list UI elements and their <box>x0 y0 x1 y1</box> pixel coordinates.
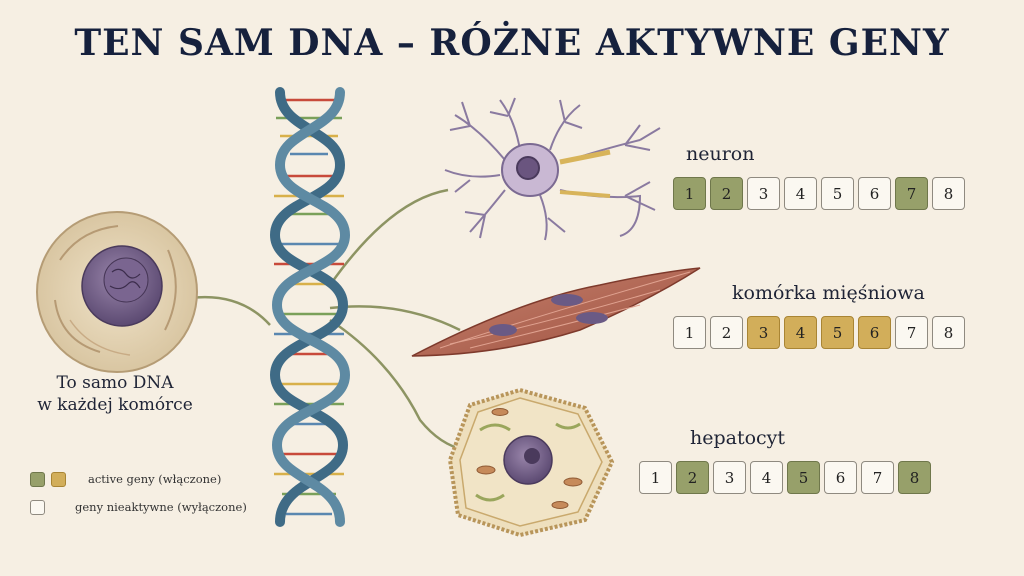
source-cell-icon <box>36 211 198 373</box>
neuron-icon <box>444 97 661 241</box>
muscle-label: komórka mięśniowa <box>732 282 925 304</box>
gene-box: 6 <box>858 316 891 349</box>
caption-line-1: To samo DNA <box>56 373 174 393</box>
legend-swatch-green <box>30 471 45 487</box>
gene-box: 2 <box>676 461 709 494</box>
page-title: TEN SAM DNA – RÓŻNE AKTYWNE GENY <box>74 22 950 64</box>
legend-swatch-gold <box>51 471 66 487</box>
gene-box: 1 <box>673 316 706 349</box>
muscle-cell-icon <box>411 267 701 357</box>
gene-box: 5 <box>821 316 854 349</box>
gene-box: 7 <box>895 316 928 349</box>
legend: active geny (włączone) geny nieaktywne (… <box>30 468 247 524</box>
gene-box: 2 <box>710 177 743 210</box>
gene-box: 6 <box>858 177 891 210</box>
gene-box: 4 <box>784 316 817 349</box>
legend-inactive-label: geny nieaktywne (wyłączone) <box>75 500 247 514</box>
gene-box: 8 <box>898 461 931 494</box>
hepatocyte-label: hepatocyt <box>690 427 786 449</box>
gene-box: 1 <box>673 177 706 210</box>
gene-box: 3 <box>747 177 780 210</box>
source-cell-caption: To samo DNA w każdej komórce <box>30 372 200 416</box>
gene-box: 5 <box>821 177 854 210</box>
hepatocyte-icon <box>447 387 615 538</box>
gene-box: 3 <box>747 316 780 349</box>
gene-box: 8 <box>932 316 965 349</box>
gene-box: 3 <box>713 461 746 494</box>
neuron-label: neuron <box>686 143 755 165</box>
legend-swatch-empty <box>30 499 45 515</box>
gene-box: 8 <box>932 177 965 210</box>
legend-inactive: geny nieaktywne (wyłączone) <box>30 496 247 518</box>
legend-active: active geny (włączone) <box>30 468 247 490</box>
gene-box: 5 <box>787 461 820 494</box>
gene-box: 2 <box>710 316 743 349</box>
gene-box: 1 <box>639 461 672 494</box>
legend-active-label: active geny (włączone) <box>88 472 222 486</box>
dna-helix-icon <box>269 87 351 527</box>
gene-box: 4 <box>784 177 817 210</box>
gene-box: 4 <box>750 461 783 494</box>
gene-box: 6 <box>824 461 857 494</box>
caption-line-2: w każdej komórce <box>37 395 193 415</box>
gene-box: 7 <box>895 177 928 210</box>
gene-box: 7 <box>861 461 894 494</box>
connector-stems <box>189 188 466 452</box>
